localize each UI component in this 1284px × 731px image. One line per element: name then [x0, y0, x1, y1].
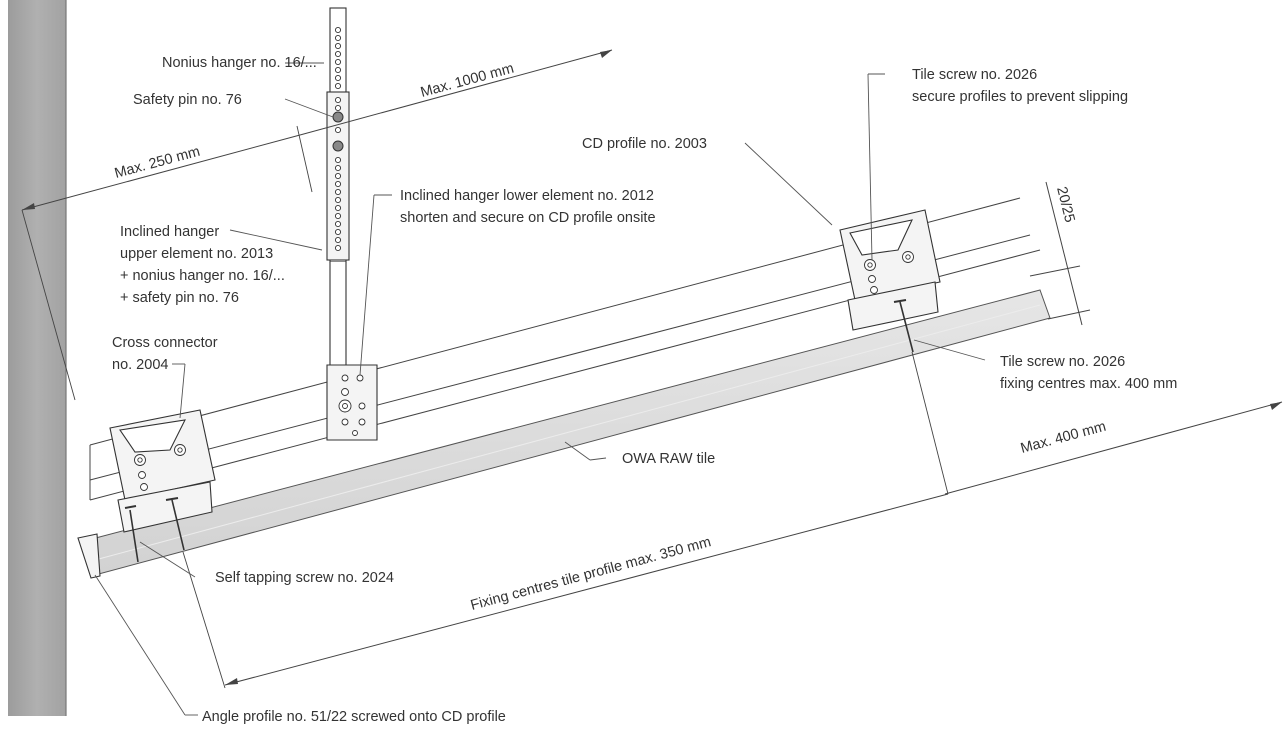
dim-20-25: [1029, 181, 1091, 326]
label-tile-screw-right-2: fixing centres max. 400 mm: [1000, 376, 1177, 392]
safety-pin-lower: [332, 140, 344, 152]
angle-profile: [77, 533, 101, 579]
self-tapping-screw: [124, 505, 139, 563]
dim-max-1000: [299, 49, 613, 136]
label-max-250: Max. 250 mm: [113, 144, 202, 182]
label-safety-pin: Safety pin no. 76: [133, 92, 242, 108]
label-max-1000: Max. 1000 mm: [419, 61, 516, 101]
leaders: [94, 62, 986, 716]
label-inclined-lower-1: Inclined hanger lower element no. 2012: [400, 188, 654, 204]
label-owa-tile: OWA RAW tile: [622, 451, 715, 467]
label-tile-screw-right-1: Tile screw no. 2026: [1000, 354, 1125, 370]
label-inclined-upper-4: + safety pin no. 76: [120, 290, 239, 306]
label-cd-profile: CD profile no. 2003: [582, 136, 707, 152]
cross-connector-right: [839, 209, 941, 331]
label-nonius-hanger: Nonius hanger no. 16/...: [162, 55, 317, 71]
label-cross-connector-1: Cross connector: [112, 335, 218, 351]
label-tile-screw-top-1: Tile screw no. 2026: [912, 67, 1037, 83]
owa-raw-tile: [87, 289, 1051, 576]
inclined-hanger-lower: [326, 364, 378, 441]
inclined-hanger-upper: [326, 7, 350, 381]
label-max-400: Max. 400 mm: [1019, 419, 1108, 457]
label-self-tapping: Self tapping screw no. 2024: [215, 570, 394, 586]
tile-screw-left: [165, 497, 185, 551]
label-fixing-centres: Fixing centres tile profile max. 350 mm: [469, 534, 713, 614]
label-inclined-lower-2: shorten and secure on CD profile onsite: [400, 210, 656, 226]
label-dim-20-25: 20/25: [1053, 185, 1077, 224]
label-angle-profile: Angle profile no. 51/22 screwed onto CD …: [202, 709, 506, 725]
hanger-holes: [334, 26, 342, 252]
label-inclined-upper-2: upper element no. 2013: [120, 246, 273, 262]
wall-offset-line: [21, 209, 76, 401]
label-cross-connector-2: no. 2004: [112, 357, 168, 373]
tile-screw-right: [893, 299, 914, 353]
dim-max-250: [21, 125, 313, 211]
cross-connector-left: [109, 409, 216, 533]
dim-fixing-centres: [182, 493, 949, 689]
label-inclined-upper-3: + nonius hanger no. 16/...: [120, 268, 285, 284]
dim-max-400: [911, 351, 1283, 495]
safety-pin-upper: [332, 111, 344, 123]
label-inclined-upper-1: Inclined hanger: [120, 224, 219, 240]
label-tile-screw-top-2: secure profiles to prevent slipping: [912, 89, 1128, 105]
wall: [8, 0, 67, 716]
